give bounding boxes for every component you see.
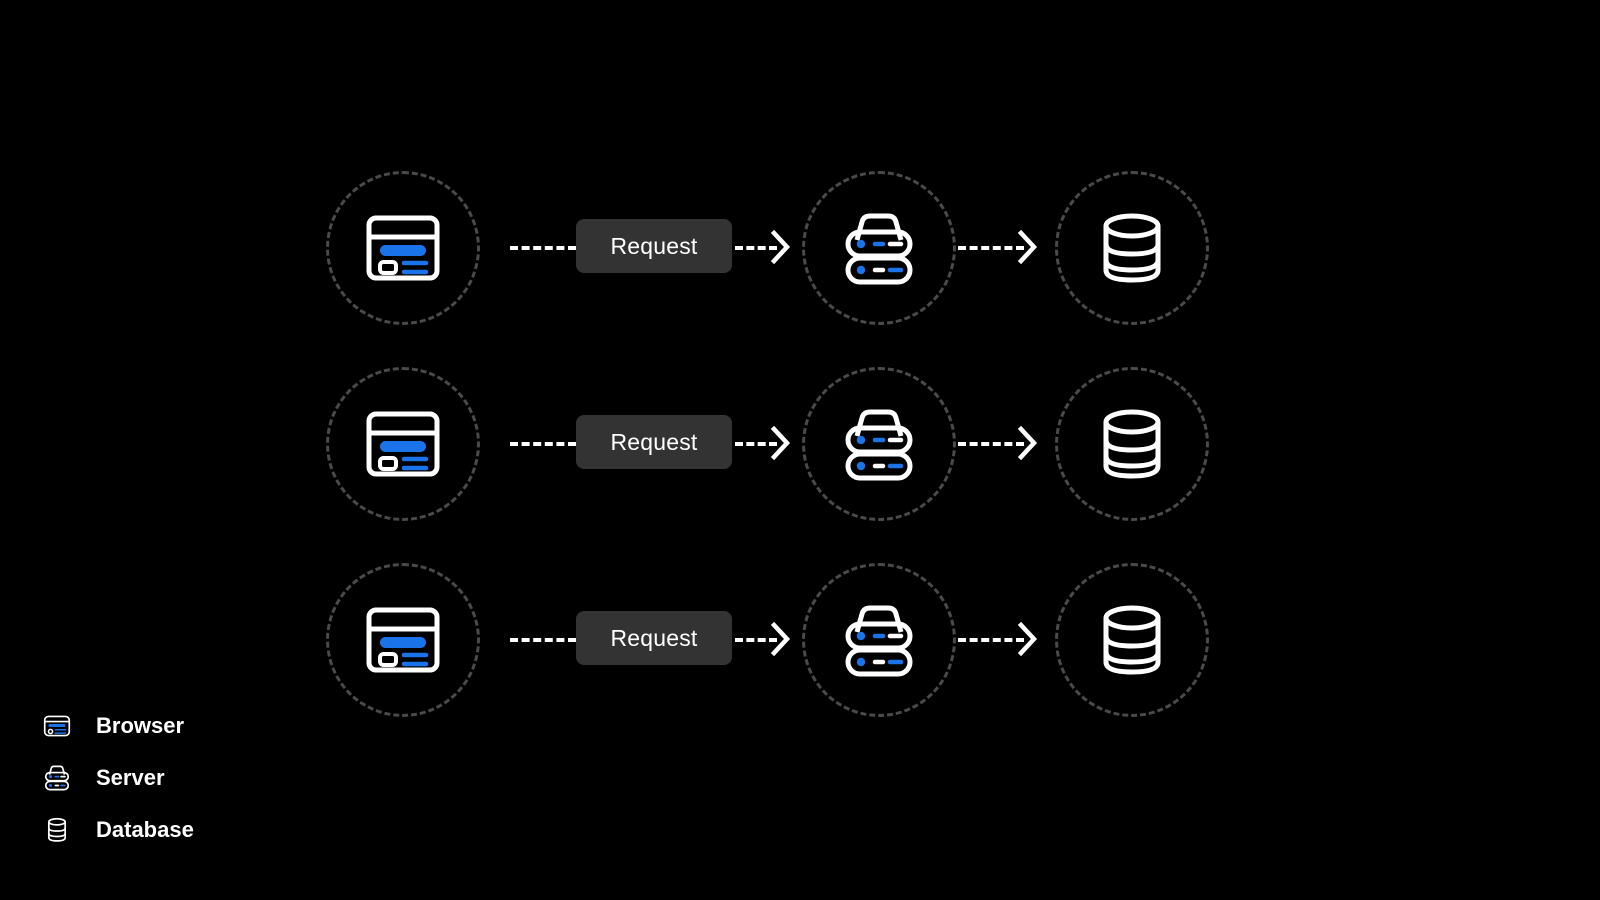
browser-icon (359, 596, 447, 684)
arrow-chevron-icon (1018, 230, 1038, 264)
server-node[interactable] (802, 171, 956, 325)
database-node[interactable] (1055, 563, 1209, 717)
flow-row: Request (0, 148, 1600, 348)
connector-dash-browser-request (510, 638, 576, 642)
legend-label-database: Database (96, 817, 194, 842)
flow-row: Request (0, 344, 1600, 544)
arrow-chevron-icon (771, 426, 791, 460)
browser-node[interactable] (326, 171, 480, 325)
browser-icon (359, 400, 447, 488)
request-chip[interactable]: Request (576, 415, 732, 469)
browser-node[interactable] (326, 367, 480, 521)
legend-label-server: Server (96, 765, 165, 790)
server-node[interactable] (802, 367, 956, 521)
request-chip[interactable]: Request (576, 219, 732, 273)
server-icon (835, 596, 923, 684)
legend-label-browser: Browser (96, 713, 185, 738)
request-chip-label: Request (610, 624, 698, 651)
server-icon (835, 204, 923, 292)
connector-dash-browser-request (510, 442, 576, 446)
arrow-chevron-icon (1018, 426, 1038, 460)
database-icon (40, 813, 74, 847)
request-chip-label: Request (610, 232, 698, 259)
browser-icon (359, 204, 447, 292)
arrow-chevron-icon (771, 622, 791, 656)
connector-dash-request-server (735, 638, 777, 642)
request-chip-label: Request (610, 428, 698, 455)
connector-dash-browser-request (510, 246, 576, 250)
connector-dash-server-database (958, 442, 1024, 446)
database-node[interactable] (1055, 367, 1209, 521)
server-icon (835, 400, 923, 488)
database-node[interactable] (1055, 171, 1209, 325)
legend-item-server: Server (40, 752, 340, 804)
request-chip[interactable]: Request (576, 611, 732, 665)
server-node[interactable] (802, 563, 956, 717)
browser-node[interactable] (326, 563, 480, 717)
connector-dash-server-database (958, 246, 1024, 250)
legend: Browser Server (40, 700, 340, 856)
arrow-chevron-icon (1018, 622, 1038, 656)
legend-item-database: Database (40, 804, 340, 856)
connector-dash-server-database (958, 638, 1024, 642)
flow-row: Request (0, 540, 1600, 740)
database-icon (1088, 204, 1176, 292)
database-icon (1088, 400, 1176, 488)
legend-item-browser: Browser (40, 700, 340, 752)
connector-dash-request-server (735, 442, 777, 446)
browser-icon (40, 709, 74, 743)
connector-dash-request-server (735, 246, 777, 250)
server-icon (40, 761, 74, 795)
database-icon (1088, 596, 1176, 684)
arrow-chevron-icon (771, 230, 791, 264)
